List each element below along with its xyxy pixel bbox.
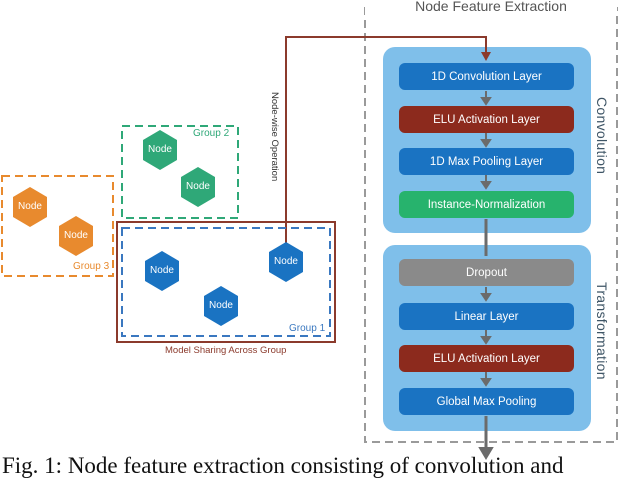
- nodewise-label: Node-wise Operation: [269, 92, 280, 182]
- node-label: Node: [186, 181, 210, 192]
- sharing-box: [116, 221, 336, 343]
- node-hexagon: [13, 187, 47, 227]
- node-label: Node: [274, 256, 298, 267]
- node-hexagon: [269, 242, 303, 282]
- layer-linear: Linear Layer: [399, 303, 574, 330]
- layer-1d-max-pooling: 1D Max Pooling Layer: [399, 148, 574, 175]
- node-hexagon: [59, 216, 93, 256]
- node-hexagon: [204, 286, 238, 326]
- convolution-label: Convolution: [594, 97, 610, 175]
- group1-label: Group 1: [289, 323, 326, 334]
- group2-label: Group 2: [193, 128, 230, 139]
- layer-elu-activation-conv: ELU Activation Layer: [399, 106, 574, 133]
- layer-1d-convolution: 1D Convolution Layer: [399, 63, 574, 90]
- layer-elu-activation-trans: ELU Activation Layer: [399, 345, 574, 372]
- extraction-title: Node Feature Extraction: [365, 0, 617, 16]
- figure-caption: Fig. 1: Node feature extraction consisti…: [2, 453, 564, 478]
- transformation-label: Transformation: [594, 282, 610, 380]
- sharing-label: Model Sharing Across Group: [165, 345, 287, 356]
- extraction-frame: [364, 7, 618, 443]
- node-label: Node: [209, 300, 233, 311]
- node-label: Node: [64, 230, 88, 241]
- layer-instance-normalization: Instance-Normalization: [399, 191, 574, 218]
- group1-box: [121, 227, 331, 337]
- node-hexagon: [143, 130, 177, 170]
- node-label: Node: [150, 265, 174, 276]
- nodewise-path: [285, 36, 491, 247]
- node-hexagon: [145, 251, 179, 291]
- node-label: Node: [18, 201, 42, 212]
- group3-label: Group 3: [73, 261, 110, 272]
- conv-connectors: [478, 91, 494, 460]
- node-hexagon: [181, 167, 215, 207]
- layer-global-max-pooling: Global Max Pooling: [399, 388, 574, 415]
- group2-box: [121, 125, 239, 219]
- group3-box: [1, 175, 114, 277]
- layer-dropout: Dropout: [399, 259, 574, 286]
- node-label: Node: [148, 144, 172, 155]
